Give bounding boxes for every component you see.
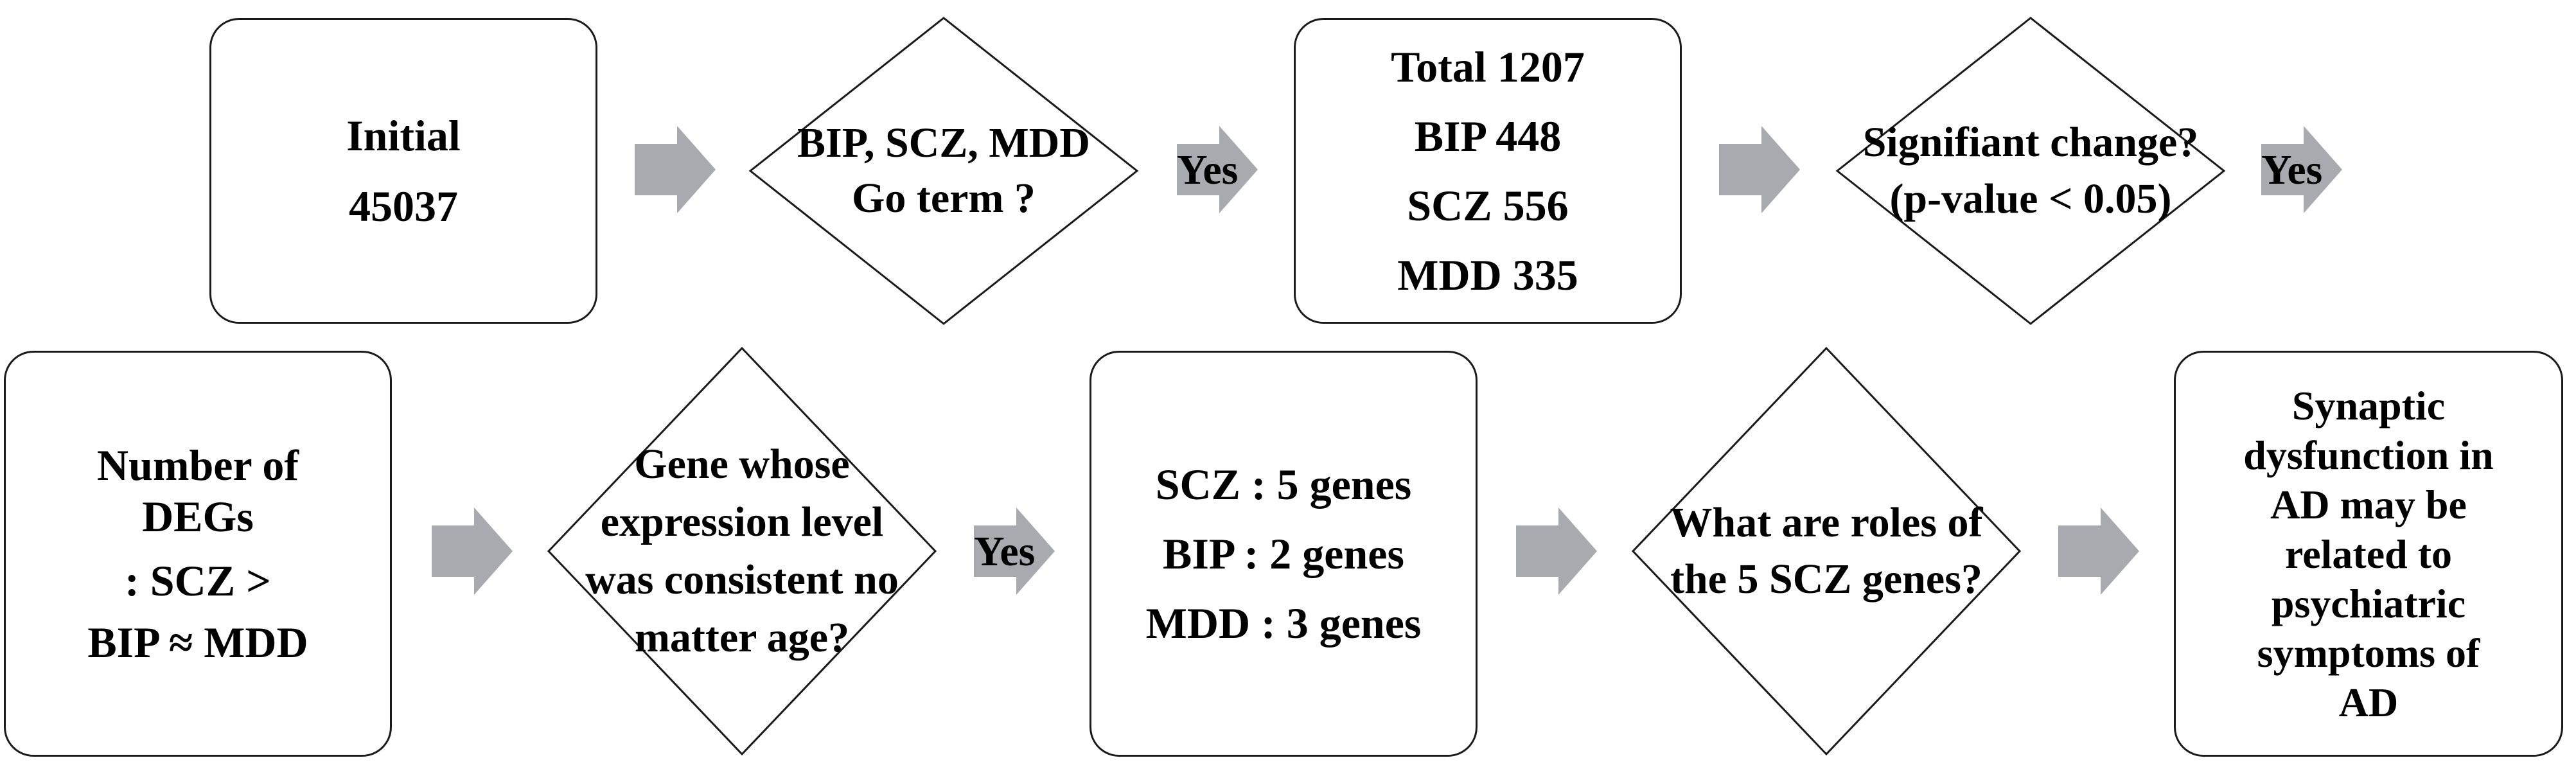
significant-change-question: Signifiant change? (p-value < 0.05) [1809,17,2252,325]
yes-label: Yes [1177,146,1239,193]
arrow-right-icon [1719,126,1800,213]
genes-line-3: MDD : 3 genes [1145,599,1422,648]
arrow-right-icon [1177,126,1258,213]
consistent-expression-question: Gene whose expression level was consiste… [527,347,957,755]
degs-line-3: : SCZ > [125,556,271,605]
significant-line-1: Signifiant change? [1862,119,2199,166]
total-counts-box: Total 1207 BIP 448 SCZ 556 MDD 335 [1294,18,1682,324]
scz-gene-roles-question: What are roles of the 5 SCZ genes? [1611,347,2042,755]
arrow-right-icon [432,507,513,595]
scz-gene-roles-decision-diamond [1631,346,2022,756]
arrow-right-icon [2058,507,2139,595]
arrow-right-icon [974,507,1055,595]
yes-label: Yes [974,528,1036,575]
consistent-line-2: expression level [600,498,884,545]
initial-box: Initial 45037 [209,18,597,324]
go-term-line-1: BIP, SCZ, MDD [797,119,1090,166]
conclusion-line-6: symptoms of [2257,630,2480,676]
roles-line-1: What are roles of [1670,499,1983,546]
consistent-expression-decision-diamond [547,346,937,756]
genes-line-2: BIP : 2 genes [1163,529,1404,578]
conclusion-line-3: AD may be [2270,481,2467,527]
total-line-3: SCZ 556 [1407,181,1569,230]
degs-line-1: Number of [96,441,299,489]
consistent-line-3: was consistent no [585,556,899,603]
conclusion-line-4: related to [2284,531,2453,577]
conclusion-line-5: psychiatric [2271,580,2466,626]
total-line-2: BIP 448 [1414,112,1562,161]
significant-line-2: (p-value < 0.05) [1889,175,2172,222]
arrow-right-icon [1516,507,1597,595]
go-term-line-2: Go term ? [852,175,1036,222]
arrow-right-icon [635,126,716,213]
initial-line-1: Initial [346,111,461,160]
yes-label: Yes [2261,146,2323,193]
consistent-line-4: matter age? [634,614,850,661]
conclusion-box: Synaptic dysfunction in AD may be relate… [2174,351,2563,757]
total-line-4: MDD 335 [1397,251,1578,299]
go-term-decision-diamond [748,17,1139,325]
significant-change-decision-diamond [1835,17,2226,325]
total-line-1: Total 1207 [1391,42,1585,91]
conclusion-line-7: AD [2338,679,2399,725]
degs-line-4: BIP ≈ MDD [87,618,308,667]
conclusion-line-2: dysfunction in [2243,432,2494,478]
initial-line-2: 45037 [349,182,458,231]
consistent-line-1: Gene whose [634,441,850,488]
roles-line-2: the 5 SCZ genes? [1670,556,1982,603]
genes-line-1: SCZ : 5 genes [1155,460,1412,509]
arrow-right-icon [2261,126,2342,213]
number-of-degs-box: Number of DEGs : SCZ > BIP ≈ MDD [4,351,392,757]
conclusion-line-1: Synaptic [2291,382,2446,428]
go-term-question: BIP, SCZ, MDD Go term ? [749,17,1138,325]
gene-counts-box: SCZ : 5 genes BIP : 2 genes MDD : 3 gene… [1090,351,1478,757]
degs-line-2: DEGs [142,492,254,541]
